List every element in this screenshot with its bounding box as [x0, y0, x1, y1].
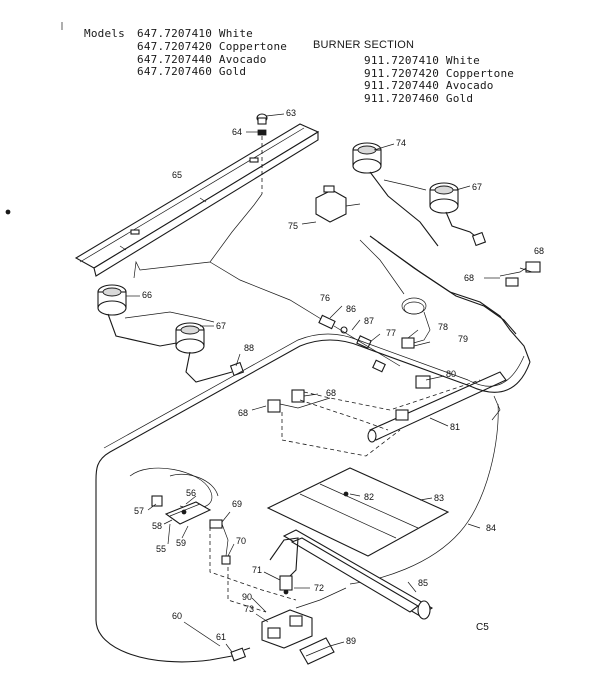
lower-brackets — [267, 389, 331, 413]
callout-72: 72 — [314, 583, 325, 593]
callout-61: 61 — [216, 632, 227, 642]
left-front-burner — [175, 322, 245, 383]
callout-75: 75 — [288, 221, 299, 231]
callout-56: 56 — [186, 488, 197, 498]
model-left-1: 647.7207410 White — [137, 27, 253, 40]
oven-valve — [261, 587, 347, 649]
callout-73: 73 — [244, 604, 255, 614]
callout-82: 82 — [364, 492, 375, 502]
model-left-4: 647.7207460 Gold — [137, 65, 247, 78]
callout-88: 88 — [244, 343, 255, 353]
burner-support-bar — [74, 123, 320, 277]
models-label: Models — [84, 27, 125, 40]
callout-66: 66 — [142, 290, 153, 300]
top-screw — [256, 113, 268, 194]
callout-76: 76 — [320, 293, 331, 303]
callout-90: 90 — [242, 592, 253, 602]
model-left-3: 647.7207440 Avocado — [137, 53, 267, 66]
model-right-4: 911.7207460 Gold — [364, 92, 474, 105]
model-left-2: 647.7207420 Coppertone — [137, 40, 288, 53]
margin-dot — [5, 209, 11, 215]
burner-shield-plate — [266, 467, 450, 557]
callout-87: 87 — [364, 316, 375, 326]
callout-83: 83 — [434, 493, 445, 503]
callout-85: 85 — [418, 578, 429, 588]
callout-67-left: 67 — [216, 321, 227, 331]
callout-68-lower-left: 68 — [238, 408, 249, 418]
coiled-wire — [359, 239, 431, 349]
callout-70: 70 — [236, 536, 247, 546]
callout-86: 86 — [346, 304, 357, 314]
callout-84: 84 — [486, 523, 497, 533]
left-burner-bracket — [124, 311, 215, 323]
callout-79: 79 — [458, 334, 469, 344]
section-title: BURNER SECTION — [313, 39, 415, 51]
callout-69: 69 — [232, 499, 243, 509]
callout-68-right: 68 — [534, 246, 545, 256]
callout-71: 71 — [252, 565, 263, 575]
oven-burner-tube — [269, 529, 434, 620]
right-bracket — [499, 261, 541, 287]
callout-55: 55 — [156, 544, 167, 554]
callout-64: 64 — [232, 127, 243, 137]
callout-59: 59 — [176, 538, 187, 548]
callout-81: 81 — [450, 422, 461, 432]
outer-gas-line — [95, 333, 531, 663]
thermostat-bulb — [129, 467, 231, 565]
callout-80: 80 — [446, 369, 457, 379]
right-burner-bracket — [383, 179, 427, 191]
callout-65: 65 — [172, 170, 183, 180]
callout-68-lower-right: 68 — [326, 388, 337, 398]
callout-89: 89 — [346, 636, 357, 646]
left-rear-burner — [97, 284, 183, 347]
callout-60: 60 — [172, 611, 183, 621]
callout-57: 57 — [134, 506, 145, 516]
model-right-3: 911.7207440 Avocado — [364, 79, 494, 92]
right-rear-burner — [352, 142, 439, 247]
pilot-tubing — [230, 647, 251, 662]
clip-bracket — [299, 637, 335, 665]
page-code: C5 — [476, 622, 489, 633]
callout-78: 78 — [438, 322, 449, 332]
wire-end — [491, 395, 501, 421]
ignition-wire — [133, 193, 327, 323]
callout-63: 63 — [286, 108, 297, 118]
leader-arrows — [126, 113, 533, 653]
lower-bracket — [279, 575, 293, 595]
callout-68-mid: 68 — [464, 273, 475, 283]
callout-74: 74 — [396, 138, 407, 148]
right-front-burner — [429, 182, 487, 247]
pilot-assembly — [315, 185, 361, 223]
model-right-2: 911.7207420 Coppertone — [364, 67, 515, 80]
callout-77: 77 — [386, 328, 397, 338]
dashed-leader-lines — [209, 379, 481, 613]
manifold-tube — [369, 235, 531, 363]
right-thermocouple-wire — [349, 403, 499, 585]
callout-58: 58 — [152, 521, 163, 531]
callout-67-right: 67 — [472, 182, 483, 192]
main-gas-pipe — [367, 371, 507, 443]
model-right-1: 911.7207410 White — [364, 54, 480, 67]
center-fittings — [318, 314, 401, 373]
